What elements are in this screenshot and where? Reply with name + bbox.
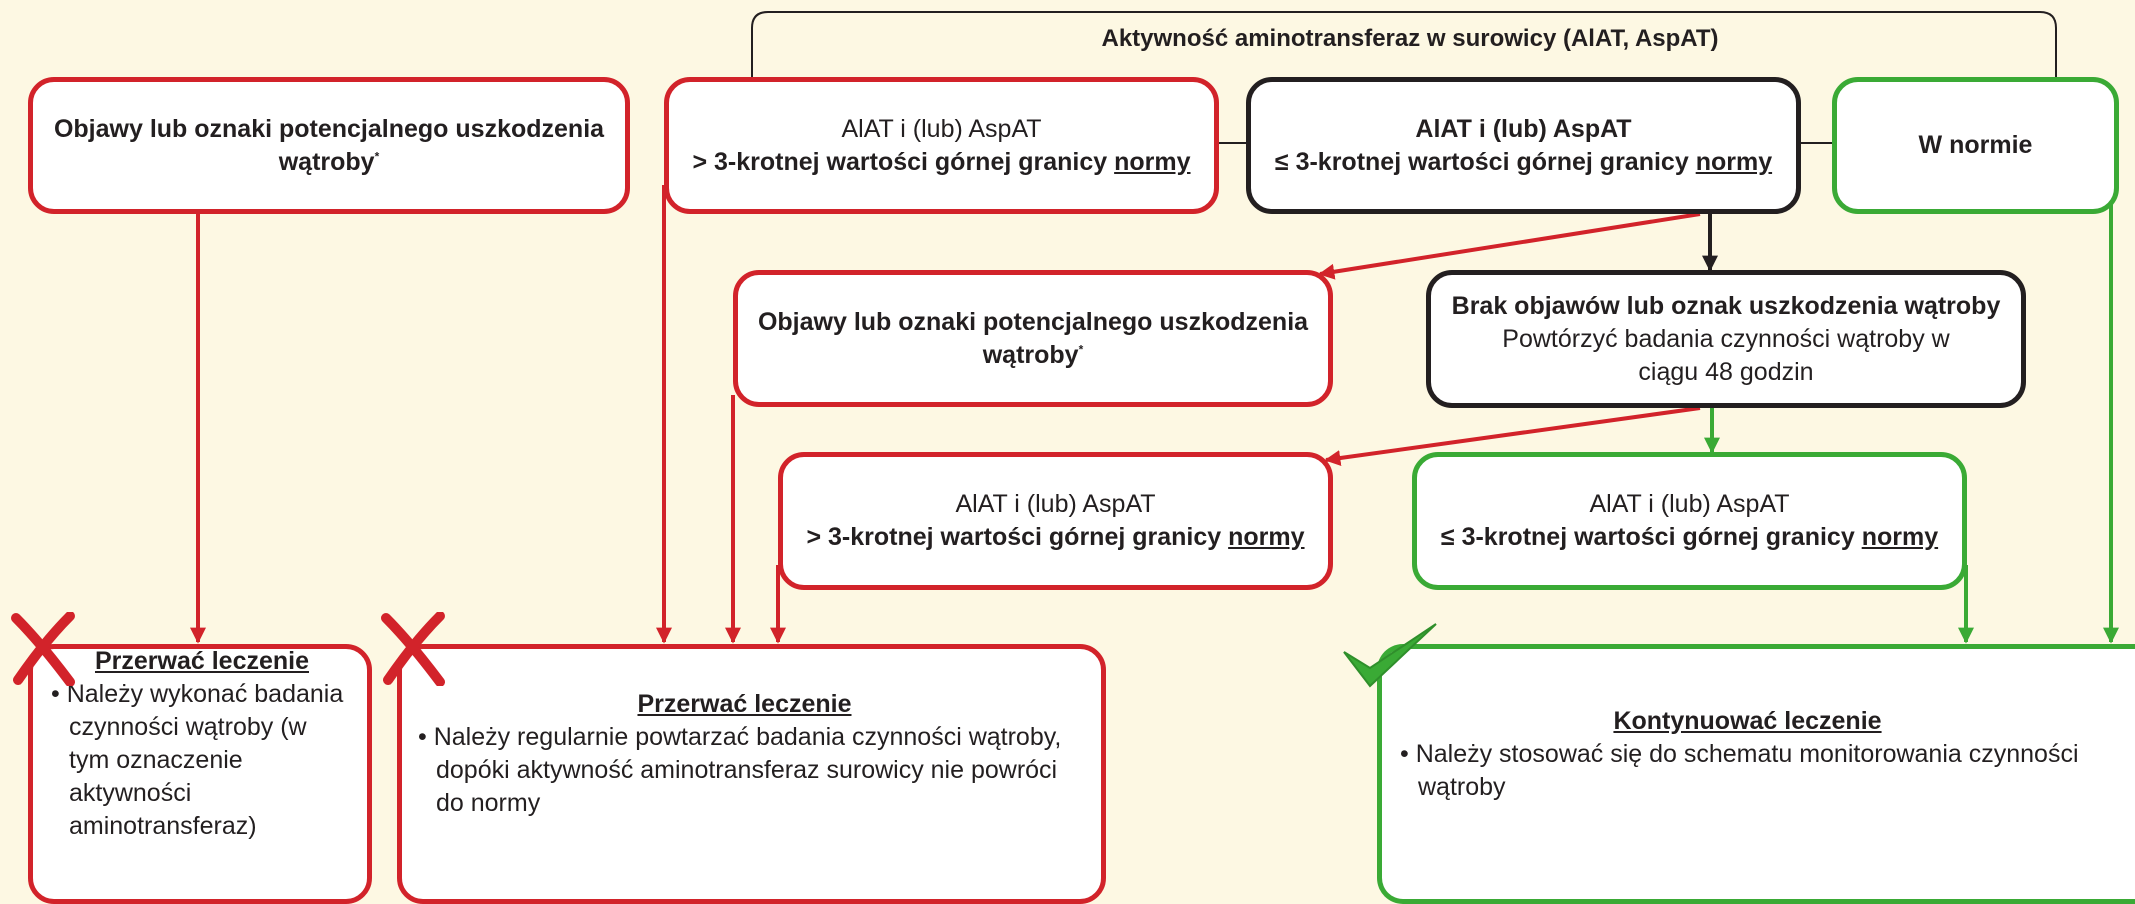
header-bracket <box>751 11 2057 78</box>
outcome-stop-treatment-2: Przerwać leczenie • Należy regularnie po… <box>397 644 1106 904</box>
header-label: Aktywność aminotransferaz w surowicy (Al… <box>1010 24 1810 54</box>
outcome-continue-treatment: Kontynuować leczenie • Należy stosować s… <box>1377 644 2135 904</box>
alt-le3-box-top: AlAT i (lub) AspAT ≤ 3-krotnej wartości … <box>1246 77 1801 214</box>
no-symptoms-box: Brak objawów lub oznak uszkodzenia wątro… <box>1426 270 2026 408</box>
outcome-stop-treatment-1: Przerwać leczenie • Należy wykonać badan… <box>28 644 372 904</box>
alt-gt3-box-low: AlAT i (lub) AspAT > 3-krotnej wartości … <box>778 452 1333 590</box>
alt-le3-box-low: AlAT i (lub) AspAT ≤ 3-krotnej wartości … <box>1412 452 1967 590</box>
arrow-nosymptoms-to-gt3-low <box>1324 406 1701 466</box>
normal-box: W normie <box>1832 77 2119 214</box>
checkmark-icon <box>1343 623 1437 688</box>
alt-gt3-box-top: AlAT i (lub) AspAT > 3-krotnej wartości … <box>664 77 1219 214</box>
connector-lines <box>190 11 2119 644</box>
symptoms-box-mid: Objawy lub oznaki potencjalnego uszkodze… <box>733 270 1333 407</box>
cross-icon <box>11 612 75 686</box>
symptoms-box-top: Objawy lub oznaki potencjalnego uszkodze… <box>28 77 630 214</box>
arrow-le3-to-symptoms-mid <box>1318 212 1701 280</box>
cross-icon <box>381 612 445 686</box>
